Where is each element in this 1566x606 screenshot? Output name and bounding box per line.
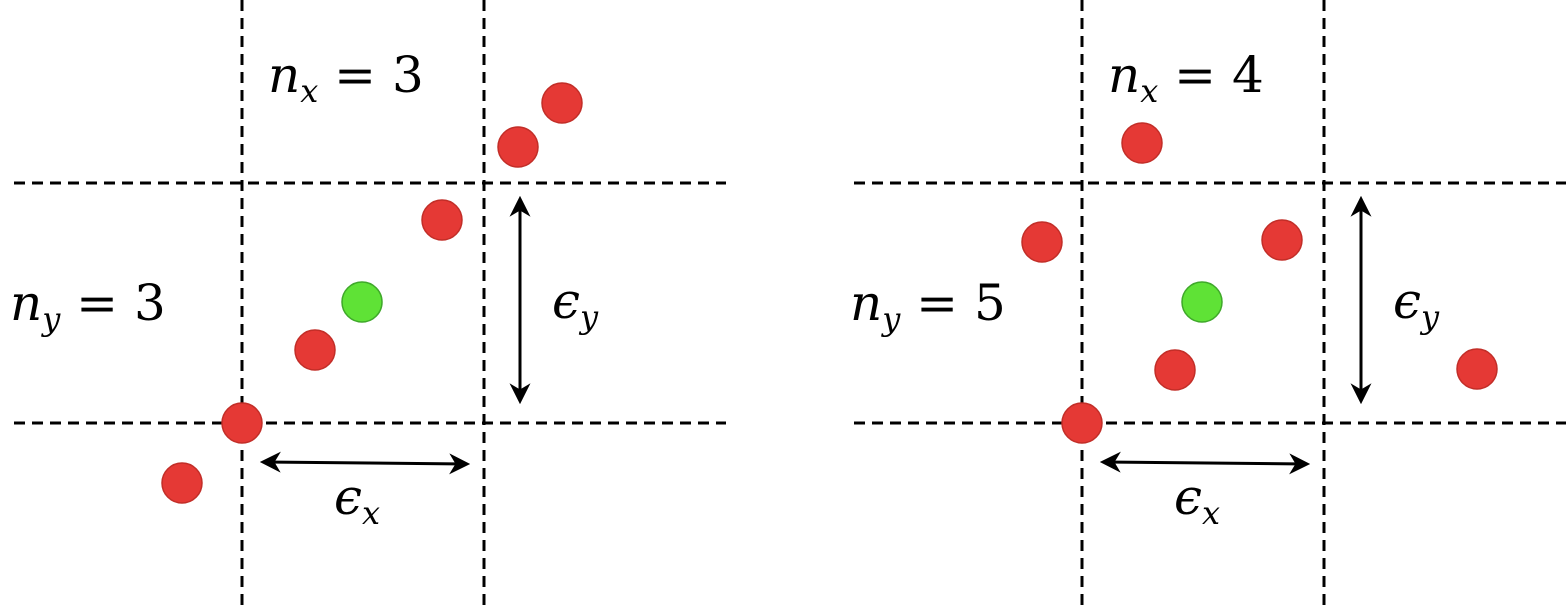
neighbor-point	[1154, 349, 1196, 391]
neighbor-point	[541, 82, 583, 124]
neighbor-point	[161, 462, 203, 504]
nx-label: nx = 3	[268, 46, 424, 110]
epsilon-x-label: ϵx	[1174, 468, 1220, 532]
neighbor-point	[1021, 221, 1063, 263]
neighbor-point	[1061, 402, 1103, 444]
neighbor-point	[294, 329, 336, 371]
center-point	[341, 281, 383, 323]
panel-right: nx = 4 ny = 5 ϵy ϵx	[850, 0, 1566, 606]
epsilon-y-label: ϵy	[1393, 272, 1440, 336]
nx-label: nx = 4	[1108, 46, 1264, 110]
epsilon-x-arrow	[1099, 451, 1311, 475]
ny-label: ny = 3	[10, 274, 166, 338]
neighbor-point	[1121, 122, 1163, 164]
neighbor-point	[497, 126, 539, 168]
ny-label: ny = 5	[850, 274, 1006, 338]
epsilon-y-label: ϵy	[552, 272, 599, 336]
neighbor-point	[421, 199, 463, 241]
epsilon-x-label: ϵx	[334, 468, 380, 532]
panel-left: nx = 3 ny = 3 ϵy ϵx	[10, 0, 726, 606]
neighbor-point	[1456, 348, 1498, 390]
neighbor-point	[221, 402, 263, 444]
neighbor-point	[1261, 219, 1303, 261]
epsilon-x-arrow	[259, 451, 471, 475]
center-point	[1181, 281, 1223, 323]
